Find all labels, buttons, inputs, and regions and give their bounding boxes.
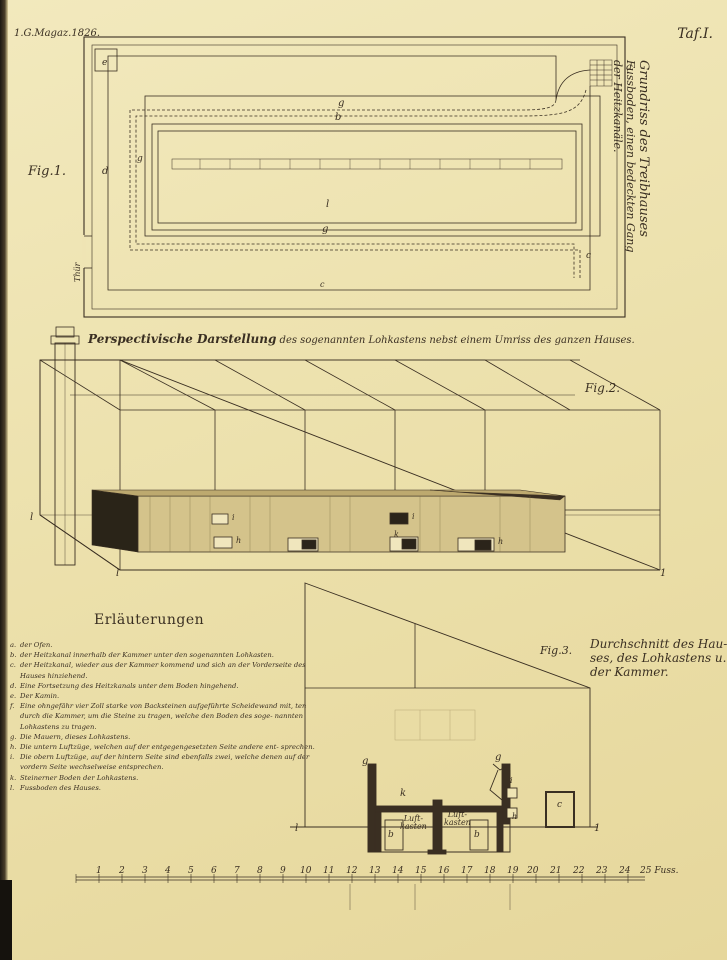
scale-label: 15 [415, 866, 427, 876]
plate-number: Taf.I. [677, 26, 713, 42]
scale-label: 10 [300, 866, 312, 876]
fig3-letter-h: h [512, 812, 518, 821]
scale-label: 14 [392, 866, 404, 876]
scale-label: 7 [234, 866, 240, 876]
fig3-section [290, 582, 598, 855]
legend-heading: Erläuterungen [94, 612, 205, 628]
fig2-letter-l-left: l [30, 512, 34, 523]
fig1-door-label: Thür [73, 262, 82, 282]
fig1-letter-g-top: g [338, 98, 345, 109]
fig3-title-line1: Durchschnitt des Hau- [590, 637, 727, 651]
scale-label: 1 [96, 866, 102, 876]
fig2-letter-h: h [236, 536, 242, 545]
scale-label: 5 [188, 866, 194, 876]
fig3-label: Fig.3. [540, 644, 573, 657]
scale-label: 20 [527, 866, 539, 876]
fig2-letter-l-bottom: l [116, 568, 120, 579]
scale-label: 23 [596, 866, 608, 876]
scale-label: 11 [323, 866, 335, 876]
fig2-letter-i: i [232, 513, 235, 522]
kamin-box [94, 48, 118, 72]
scale-label: 22 [573, 866, 585, 876]
fig2-title-main: Perspectivische Darstellung [88, 332, 277, 346]
fig1-label: Fig.1. [28, 164, 67, 179]
fig1-title: Grundriss des Treibhauses Fussboden, ein… [611, 60, 651, 253]
legend-item: d.Eine Fortsetzung des Heitzkanals unter… [10, 681, 239, 690]
scale-label: 13 [369, 866, 381, 876]
fig1-title-line1: Grundriss des Treibhauses [636, 60, 651, 237]
fig1-title-line3: der Heitzkanäle. [611, 60, 624, 153]
scale-label: 8 [257, 866, 263, 876]
legend-item: l.Fussboden des Hauses. [10, 783, 101, 792]
scale-label: 3 [142, 866, 148, 876]
fig3-title-line2: ses, des Lohkastens u. [590, 651, 727, 665]
fig3-luftkasten-right: Luft- kasten [444, 810, 471, 827]
fig2-title-rest: des sogenannten Lohkastens nebst einem U… [276, 335, 635, 346]
fig3-luftkasten-left: Luft- kasten [400, 814, 427, 831]
magazine-reference: 1.G.Magaz.1826. [14, 28, 100, 39]
oven-a [589, 59, 613, 87]
fig2-perspective [39, 326, 661, 571]
scale-label: 4 [165, 866, 171, 876]
scale-label: 6 [211, 866, 217, 876]
fig3-letter-b-left: b [388, 830, 394, 840]
fig1-letter-b: b [335, 112, 342, 123]
scale-label: 24 [619, 866, 631, 876]
legend-list: a.der Ofen. b.der Heitzkanal innerhalb d… [10, 640, 320, 793]
fig1-letter-c-bottom: c [320, 280, 325, 289]
legend-item: k.Steinerner Boden der Lohkastens. [10, 773, 139, 782]
fig2-title: Perspectivische Darstellung des sogenann… [88, 332, 635, 346]
legend-item: e.Der Kamin. [10, 692, 60, 701]
legend-item: h.Die untern Luftzüge, welchen auf der e… [10, 743, 315, 752]
fig2-letter-k: k [394, 530, 399, 539]
fig3-letter-i: i [510, 776, 513, 785]
scale-label: 12 [346, 866, 358, 876]
fig3-number-1: 1 [594, 823, 601, 834]
fig3-letter-l: l [295, 823, 299, 834]
fig1-letter-e: e [102, 58, 108, 68]
fig1-floor-plan [82, 36, 626, 318]
fig3-letter-g-left: g [362, 756, 369, 767]
legend-item: g.Die Mauern, dieses Lohkastens. [10, 732, 131, 741]
fig1-letter-g-bottom: g [322, 224, 329, 235]
legend-item: i.Die obern Luftzüge, auf der hintern Se… [10, 753, 310, 772]
scale-label: 21 [550, 866, 562, 876]
legend-item: c.der Heitzkanal, wieder aus der Kammer … [10, 661, 306, 680]
fig3-title: Durchschnitt des Hau- ses, des Lohkasten… [590, 637, 727, 679]
book-spine [0, 0, 8, 960]
fig3-letter-c: c [557, 800, 563, 810]
fig2-number-1: 1 [660, 568, 667, 579]
scale-label: 2 [119, 866, 125, 876]
fig3-letter-k: k [400, 788, 407, 799]
legend-item: b.der Heitzkanal innerhalb der Kammer un… [10, 651, 274, 660]
fig3-title-line3: der Kammer. [590, 665, 669, 679]
fig2-label: Fig.2. [585, 381, 621, 395]
fig3-letter-g-right: g [495, 752, 502, 763]
book-spine-shadow [0, 880, 12, 960]
scale-label: 25 Fuss. [640, 866, 679, 876]
scale-label: 16 [438, 866, 450, 876]
fig2-letter-h-2: h [498, 537, 504, 546]
fig1-letter-d: d [102, 166, 109, 177]
fig2-letter-i-2: i [412, 512, 415, 521]
fig1-letter-l: l [326, 199, 330, 210]
legend-item: f.Eine ohngefähr vier Zoll starke von Ba… [10, 702, 307, 731]
scale-label: 18 [484, 866, 496, 876]
legend-item: a.der Ofen. [10, 641, 53, 649]
fig1-letter-c: c [586, 251, 592, 261]
scale-label: 19 [507, 866, 519, 876]
fig1-letter-a: a [626, 62, 632, 73]
fig1-title-line2: Fussboden, einen bedeckten Gang [624, 60, 637, 253]
lohkasten-section [367, 763, 518, 855]
scale-label: 17 [461, 866, 473, 876]
scale-bar [75, 874, 645, 910]
scale-label: 9 [280, 866, 286, 876]
fig3-letter-b-right: b [474, 830, 480, 840]
fig1-letter-g-left: g [137, 154, 143, 164]
